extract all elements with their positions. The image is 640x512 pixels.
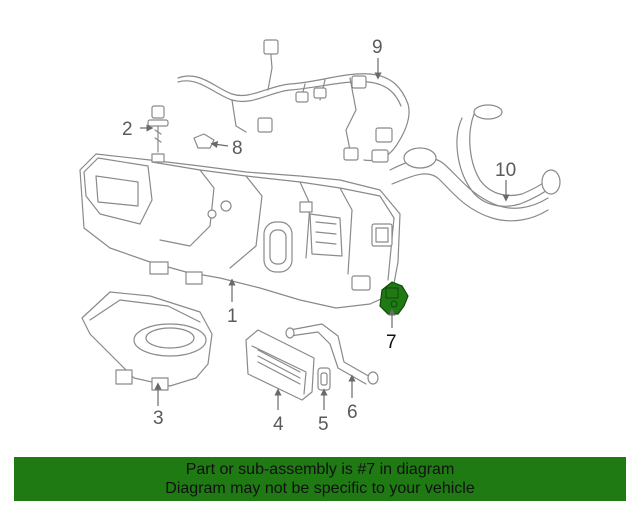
gasket-part-5 [317,367,331,391]
label-part-10: 10 [495,160,516,181]
wiring-harness-part-9 [177,39,410,163]
label-part-5: 5 [318,414,329,435]
label-part-7: 7 [386,332,397,353]
blower-assembly-part-3 [81,291,213,391]
banner-line-part: Part or sub-assembly is #7 in diagram [185,461,455,478]
hose-part-10 [389,104,561,222]
clip-part-8 [193,133,215,149]
label-part-8: 8 [232,138,243,159]
info-banner: Part or sub-assembly is #7 in diagram Di… [14,457,626,501]
heater-core-part-4 [245,329,315,401]
parts-diagram: 1 2 3 4 5 6 7 8 9 10 [79,37,561,435]
hvac-housing-part-1 [79,153,401,309]
actuator-part-7 [379,281,409,315]
label-part-4: 4 [273,414,284,435]
label-part-2: 2 [122,119,133,140]
label-part-3: 3 [153,408,164,429]
arrow-8 [210,140,229,149]
callout-arrows [140,58,510,410]
tubes-part-6 [285,323,379,385]
banner-line-disclaimer: Diagram may not be specific to your vehi… [165,480,475,497]
label-part-9: 9 [372,37,383,58]
label-part-6: 6 [347,402,358,423]
label-part-1: 1 [227,306,238,327]
bolt-part-2 [147,105,169,153]
